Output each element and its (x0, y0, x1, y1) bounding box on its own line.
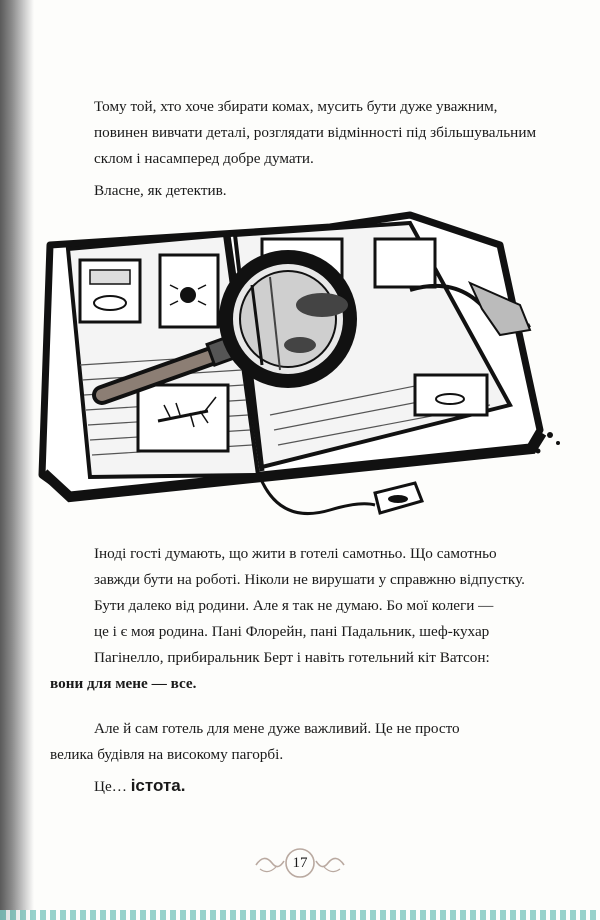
text-line: склом і насамперед добре думати. (94, 150, 314, 167)
paragraph-insect-collecting: Тому той, хто хоче збирати комах, мусить… (72, 94, 548, 172)
text-line: завжди бути на роботі. Ніколи не вирушат… (94, 571, 525, 588)
page-number: 17 (292, 855, 308, 871)
open-album-magnifier-illustration (38, 211, 560, 515)
spine-shadow (0, 0, 34, 920)
page-bottom-edge (0, 910, 600, 920)
text-line: Пагінелло, прибиральник Берт і навіть го… (94, 649, 490, 666)
text-line: це і є моя родина. Пані Флорейн, пані Па… (94, 623, 490, 640)
text-line: Іноді гості думають, що жити в готелі са… (94, 545, 497, 562)
page-number-ornament: 17 (250, 845, 350, 881)
flourish-icon (255, 848, 345, 878)
text-line: повинен вивчати деталі, розглядати відмі… (94, 124, 537, 141)
paragraph-detective: Власне, як детектив. (72, 178, 548, 204)
paragraph-hotel-important: Але й сам готель для мене дуже важливий.… (50, 716, 548, 768)
bold-emphasis-word: істота. (130, 776, 186, 795)
text-line: Але й сам готель для мене дуже важливий.… (94, 720, 460, 737)
text-line: Бути далеко від родини. Але я так не дум… (94, 597, 494, 614)
text-line: Тому той, хто хоче збирати комах, мусить… (94, 98, 498, 115)
text-line: велика будівля на високому пагорбі. (50, 746, 284, 763)
text-line: Власне, як детектив. (94, 182, 227, 199)
bold-emphasis-line: вони для мене — все. (50, 675, 197, 692)
paragraph-hotel-family: Іноді гості думають, що жити в готелі са… (50, 541, 548, 697)
text-fragment: Це… (94, 778, 127, 795)
paragraph-creature: Це… істота. (72, 773, 548, 800)
